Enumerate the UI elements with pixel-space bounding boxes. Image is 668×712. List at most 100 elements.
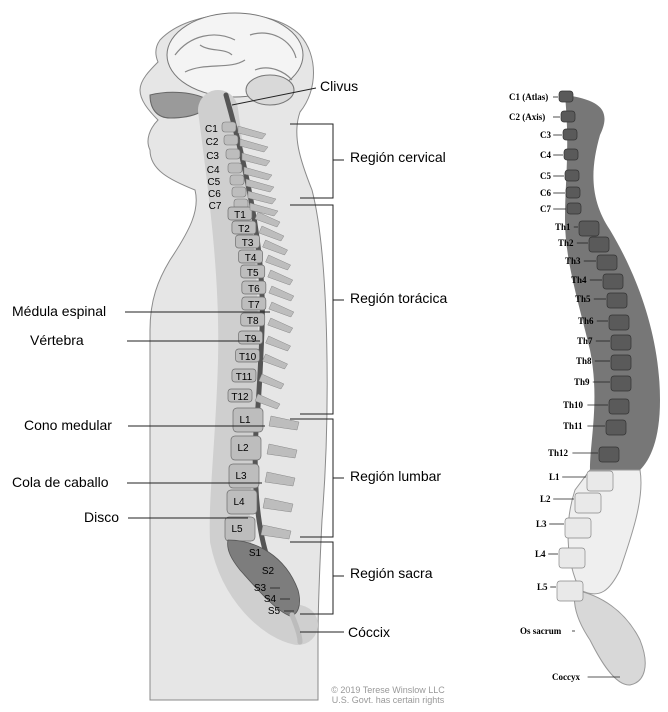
lumbar-label: L4: [233, 497, 245, 508]
right-vertebra-body: [611, 335, 631, 350]
right-vertebra-body: [575, 493, 601, 513]
right-vertebra-body: [609, 315, 629, 330]
thoracic-label: T8: [247, 316, 259, 327]
sacral-label: S1: [249, 548, 262, 559]
right-vertebra-body: [587, 471, 613, 491]
thoracic-label: T12: [231, 392, 249, 403]
coccyx-label: Cóccix: [348, 624, 390, 640]
right-vertebra-body: [607, 293, 627, 308]
right-vertebra-label: Th12: [548, 448, 569, 458]
right-vertebra-label: Th4: [571, 275, 587, 285]
right-vertebra-label: L2: [540, 494, 551, 504]
right-vertebra-label: Os sacrum: [520, 626, 562, 636]
right-spine-sacrum: [574, 590, 645, 685]
right-vertebra-label: Th1: [555, 222, 571, 232]
region-thoracic-label: Región torácica: [350, 290, 447, 306]
right-vertebra-label: Th7: [577, 336, 593, 346]
right-vertebra-label: Th3: [565, 256, 581, 266]
region-sacral-label: Región sacra: [350, 565, 433, 581]
conus-label: Cono medular: [24, 417, 112, 433]
right-vertebra-label: L1: [549, 472, 560, 482]
lumbar-label: L3: [235, 471, 247, 482]
vertebra-c4: [228, 163, 242, 173]
vertebra-c6: [232, 187, 246, 197]
vertebra-c1: [222, 122, 236, 132]
lumbar-label: L2: [237, 443, 249, 454]
thoracic-label: T2: [238, 224, 250, 235]
right-vertebra-label: L5: [537, 582, 548, 592]
right-vertebra-body: [606, 420, 626, 435]
body-silhouette: C1C2C3C4C5C6C7T1T2T3T4T5T6T7T8T9T10T11T1…: [140, 13, 327, 700]
right-vertebra-body: [597, 255, 617, 270]
right-vertebra-label: Th6: [578, 316, 594, 326]
right-vertebra-label: Th5: [575, 294, 591, 304]
right-vertebra-label: C6: [540, 188, 551, 198]
right-vertebra-body: [599, 447, 619, 462]
region-lumbar-label: Región lumbar: [350, 468, 441, 484]
copyright-line-2: U.S. Govt. has certain rights: [332, 695, 445, 705]
thoracic-label: T3: [242, 238, 254, 249]
disc-label: Disco: [84, 509, 119, 525]
thoracic-label: T10: [239, 352, 257, 363]
thoracic-label: T11: [236, 372, 253, 383]
right-vertebra-body: [563, 129, 577, 140]
right-vertebra-body: [579, 221, 599, 236]
thoracic-label: T4: [245, 253, 257, 264]
right-vertebra-label: C4: [540, 150, 551, 160]
right-vertebra-body: [565, 518, 591, 538]
cauda-label: Cola de caballo: [12, 474, 109, 490]
copyright-line-1: © 2019 Terese Winslow LLC: [331, 685, 445, 695]
clivus-label: Clivus: [320, 78, 358, 94]
spinal-cord-label: Médula espinal: [12, 303, 106, 319]
right-vertebra-label: Th8: [576, 356, 592, 366]
vertebra-c3: [226, 149, 240, 159]
cervical-label: C4: [207, 165, 220, 176]
right-vertebra-body: [559, 91, 573, 102]
thoracic-label: T7: [248, 300, 260, 311]
cervical-label: C7: [209, 201, 222, 212]
sacral-label: S4: [264, 594, 277, 605]
right-vertebra-body: [559, 548, 585, 568]
right-vertebra-label: C3: [540, 130, 551, 140]
region-cervical-label: Región cervical: [350, 149, 446, 165]
right-vertebra-body: [564, 149, 578, 160]
cervical-label: C5: [207, 177, 220, 188]
right-vertebra-body: [566, 187, 580, 198]
right-vertebra-body: [567, 203, 581, 214]
vertebra-c5: [230, 175, 244, 185]
cervical-label: C6: [208, 189, 221, 200]
thoracic-label: T1: [234, 210, 246, 221]
right-vertebra-body: [611, 355, 631, 370]
cervical-label: C2: [206, 137, 219, 148]
right-vertebra-label: L3: [536, 519, 547, 529]
cervical-label: C3: [206, 151, 219, 162]
sacral-label: S5: [268, 606, 281, 617]
vertebra-c2: [224, 135, 238, 145]
right-vertebra-label: Th2: [558, 238, 574, 248]
right-vertebra-label: C2 (Axis): [509, 112, 545, 122]
sacral-label: S2: [262, 566, 275, 577]
vertebra-label: Vértebra: [30, 332, 84, 348]
right-vertebra-body: [561, 111, 575, 122]
right-vertebra-label: Th10: [563, 400, 584, 410]
thoracic-label: T6: [248, 284, 260, 295]
right-vertebra-label: L4: [535, 549, 546, 559]
right-vertebra-body: [589, 237, 609, 252]
thoracic-label: T9: [245, 334, 257, 345]
right-spine-figure: C1 (Atlas)C2 (Axis)C3C4C5C6C7Th1Th2Th3Th…: [509, 91, 660, 685]
right-vertebra-body: [565, 170, 579, 181]
right-vertebra-label: C5: [540, 171, 551, 181]
right-vertebra-label: C7: [540, 204, 551, 214]
cervical-label: C1: [205, 124, 218, 135]
thoracic-label: T5: [247, 268, 259, 279]
right-vertebra-body: [609, 399, 629, 414]
right-vertebra-body: [557, 581, 583, 601]
lumbar-label: L5: [231, 524, 243, 535]
sacral-label: S3: [254, 583, 267, 594]
right-vertebra-label: Th9: [574, 377, 590, 387]
right-vertebra-body: [603, 274, 623, 289]
right-vertebra-label: Coccyx: [552, 672, 580, 682]
lumbar-label: L1: [239, 415, 251, 426]
